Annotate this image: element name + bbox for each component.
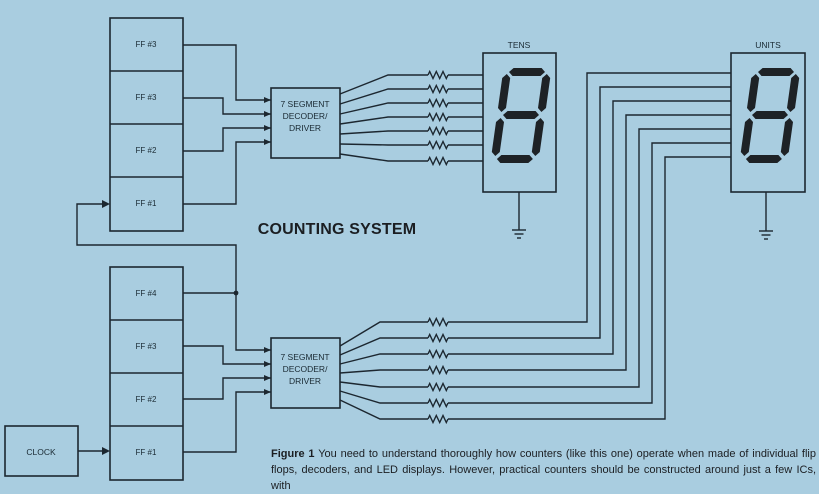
figure-caption-text: You need to understand thoroughly how co… bbox=[271, 448, 816, 492]
tens-output-wire bbox=[339, 130, 428, 135]
tens-output-wire bbox=[339, 153, 428, 162]
resistor-icon bbox=[427, 332, 449, 344]
resistor-icon bbox=[427, 348, 449, 360]
units-display: UNITS bbox=[730, 40, 806, 240]
tens-seven-segment-digit bbox=[491, 68, 551, 163]
tens-output-wire bbox=[339, 102, 428, 115]
diagram-title: COUNTING SYSTEM bbox=[258, 221, 417, 238]
units-output-wire bbox=[339, 321, 428, 347]
figure-caption-lead: Figure 1 bbox=[271, 448, 315, 460]
segment-mark bbox=[531, 118, 544, 156]
clock-block: CLOCK bbox=[4, 425, 110, 477]
units-output-wire bbox=[339, 337, 428, 356]
segment-mark bbox=[787, 74, 800, 112]
resistor-icon bbox=[427, 413, 449, 425]
segment-mark bbox=[538, 74, 551, 112]
units-output-wire bbox=[339, 390, 428, 404]
segment-mark bbox=[752, 111, 788, 119]
units-ff-wires bbox=[183, 292, 271, 453]
units-display-frame bbox=[730, 52, 806, 193]
tens-output-wire bbox=[339, 143, 428, 146]
units-ff-1-label: FF #1 bbox=[136, 448, 157, 457]
tens-ff-1-label: FF #1 bbox=[136, 199, 157, 208]
units-decoder-label-1: 7 SEGMENT bbox=[280, 352, 329, 362]
resistor-icon bbox=[427, 111, 449, 123]
segment-mark bbox=[747, 74, 760, 112]
resistor-icon bbox=[427, 316, 449, 328]
tens-decoder-label-2: DECODER/ bbox=[283, 111, 329, 121]
resistor-icon bbox=[427, 83, 449, 95]
tens-output-wire bbox=[339, 116, 428, 125]
resistor-icon bbox=[427, 381, 449, 393]
tens-decoder: 7 SEGMENT DECODER/ DRIVER bbox=[270, 87, 341, 159]
segment-mark bbox=[498, 74, 511, 112]
tens-ff-3a-label: FF #3 bbox=[136, 40, 157, 49]
segment-mark bbox=[496, 155, 533, 163]
tens-label: TENS bbox=[508, 40, 531, 50]
clock-arrow-icon bbox=[102, 447, 110, 455]
units-ff-4-label: FF #4 bbox=[136, 289, 157, 298]
units-output-wire bbox=[339, 399, 428, 420]
units-decoder-outputs bbox=[339, 72, 731, 425]
units-ff-stack: FF #4 FF #3 FF #2 FF #1 bbox=[109, 266, 184, 481]
segment-mark bbox=[491, 118, 504, 156]
segment-mark bbox=[509, 68, 545, 76]
figure-caption: Figure 1 You need to understand thorough… bbox=[271, 446, 816, 494]
tens-ff-3b-label: FF #3 bbox=[136, 93, 157, 102]
resistor-icon bbox=[427, 97, 449, 109]
units-output-wire bbox=[339, 369, 428, 374]
tens-ground-icon bbox=[512, 229, 526, 239]
segment-mark bbox=[780, 118, 793, 156]
carry-wire bbox=[76, 200, 239, 296]
units-ground-icon bbox=[759, 230, 773, 240]
tens-ff-2-label: FF #2 bbox=[136, 146, 157, 155]
tens-decoder-box bbox=[270, 87, 341, 159]
tens-output-wire bbox=[339, 74, 428, 95]
units-seven-segment-digit bbox=[740, 68, 800, 163]
resistor-icon bbox=[427, 139, 449, 151]
units-ff-2-label: FF #2 bbox=[136, 395, 157, 404]
resistor-icon bbox=[427, 125, 449, 137]
tens-output-wire bbox=[339, 88, 428, 105]
tens-decoder-label-1: 7 SEGMENT bbox=[280, 99, 329, 109]
segment-mark bbox=[740, 118, 753, 156]
segment-mark bbox=[758, 68, 794, 76]
units-decoder-label-2: DECODER/ bbox=[283, 364, 329, 374]
units-label: UNITS bbox=[755, 40, 781, 50]
carry-arrow-icon bbox=[102, 200, 110, 208]
units-output-wire bbox=[339, 381, 428, 388]
resistor-icon bbox=[427, 155, 449, 167]
resistor-icon bbox=[427, 364, 449, 376]
tens-ff-wires bbox=[183, 44, 271, 205]
units-output-wire bbox=[339, 353, 428, 365]
segment-mark bbox=[503, 111, 539, 119]
units-ff-3-label: FF #3 bbox=[136, 342, 157, 351]
clock-label: CLOCK bbox=[26, 447, 56, 457]
units-decoder-label-3: DRIVER bbox=[289, 376, 321, 386]
tens-display: TENS bbox=[482, 40, 557, 239]
resistor-icon bbox=[427, 397, 449, 409]
tens-decoder-label-3: DRIVER bbox=[289, 123, 321, 133]
resistor-icon bbox=[427, 69, 449, 81]
segment-mark bbox=[745, 155, 782, 163]
tens-ff-stack: FF #3 FF #3 FF #2 FF #1 bbox=[109, 17, 184, 232]
units-decoder: 7 SEGMENT DECODER/ DRIVER bbox=[270, 337, 341, 409]
tens-decoder-outputs bbox=[339, 69, 483, 167]
